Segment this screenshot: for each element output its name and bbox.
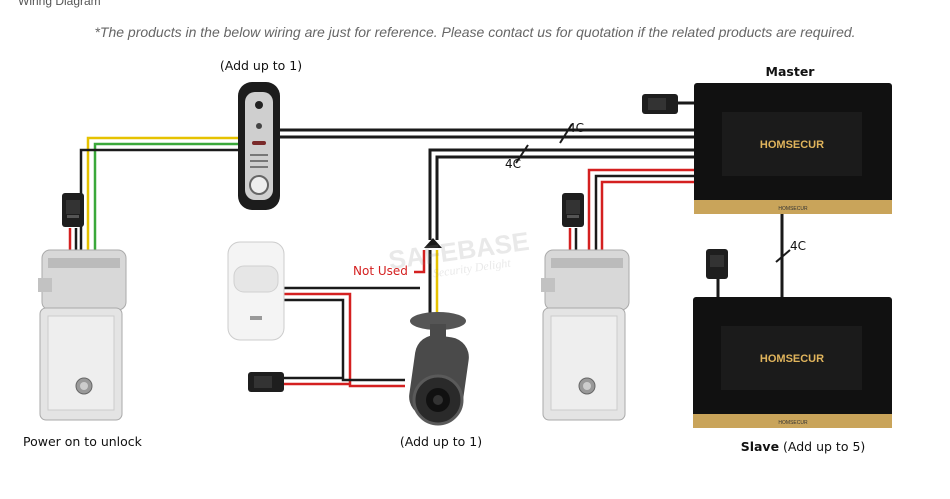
tick-4c-right — [775, 249, 791, 263]
reference-note: *The products in the below wiring are ju… — [94, 24, 856, 40]
wire-not-used-red — [414, 250, 426, 274]
label-4c-right: 4C — [790, 239, 806, 253]
label-4c-mid: 4C — [505, 157, 521, 171]
master-brand-small: HOMSECUR — [778, 206, 808, 212]
label-not-used: Not Used — [353, 264, 408, 278]
master-brand: HOMSECUR — [760, 139, 824, 151]
wire-lock-right-red2 — [600, 180, 697, 252]
label-doorbell-add: (Add up to 1) — [220, 58, 302, 73]
wire-pir-black2 — [284, 298, 405, 382]
watermark: SAFEBASE Security Delight — [387, 226, 531, 280]
power-adapter-icon — [248, 372, 284, 392]
wire-camera-master-2 — [435, 155, 697, 240]
label-master: Master — [766, 64, 816, 79]
wire-arrow — [424, 238, 442, 248]
wire-lock-left-yellow — [86, 136, 240, 252]
diagram-section-title: Wiring Diagram — [18, 0, 101, 8]
wires — [68, 101, 791, 388]
wire-lock-left-black — [79, 148, 240, 252]
pir-sensor-icon — [227, 241, 285, 341]
wire-lock-right-red — [587, 168, 697, 252]
label-4c-top: 4C — [568, 121, 584, 135]
wire-pir-red — [284, 292, 405, 388]
power-adapter-icon — [562, 193, 584, 227]
door-lock-icon — [541, 249, 630, 421]
power-adapter-icon — [706, 249, 728, 279]
tick-4c-top — [559, 123, 573, 144]
monitor-icon: HOMSECUR HOMSECUR — [694, 83, 892, 214]
power-adapter-icon — [62, 193, 84, 227]
label-slave-rest: (Add up to 5) — [779, 439, 865, 454]
label-slave: Slave (Add up to 5) — [741, 439, 866, 454]
wire-camera-master-1 — [428, 148, 697, 240]
monitor-icon: HOMSECUR HOMSECUR — [693, 297, 892, 428]
power-adapter-icon — [642, 94, 678, 114]
wire-lock-left-green — [93, 142, 240, 252]
tick-4c-mid — [515, 144, 529, 164]
slave-brand: HOMSECUR — [760, 353, 824, 365]
label-power-on-unlock: Power on to unlock — [23, 434, 143, 449]
slave-brand-small: HOMSECUR — [778, 420, 808, 426]
wire-lock-right-black — [594, 174, 697, 252]
label-camera-add: (Add up to 1) — [400, 434, 482, 449]
label-slave-bold: Slave — [741, 439, 779, 454]
bullet-camera-icon — [409, 312, 469, 426]
doorbell-camera-icon — [238, 82, 280, 210]
door-lock-icon — [38, 249, 127, 421]
